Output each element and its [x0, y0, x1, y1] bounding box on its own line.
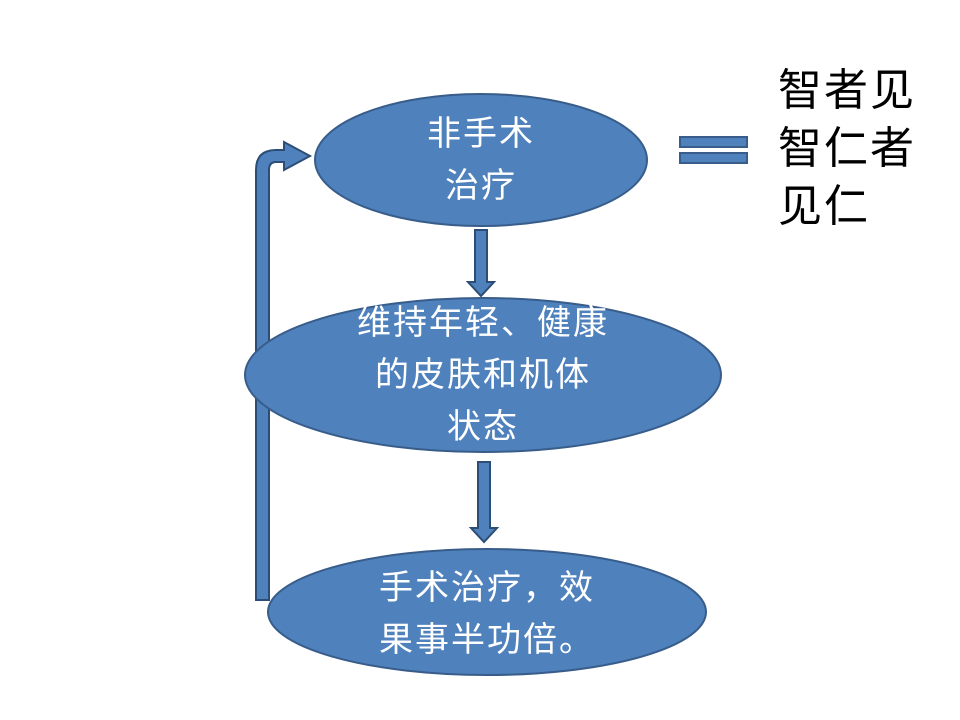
node-middle-line-2: 的皮肤和机体: [375, 355, 591, 395]
node-top-line-1: 非手术: [427, 114, 535, 154]
side-note-line-1: 智者见: [778, 65, 916, 116]
node-bottom-ellipse: [267, 548, 707, 676]
node-middle-line-3: 状态: [447, 407, 519, 447]
arrow-middle-to-bottom: [468, 461, 500, 544]
node-bottom-text: 手术治疗，效 果事半功倍。: [317, 562, 657, 666]
node-top-line-2: 治疗: [445, 166, 517, 206]
arrow-top-to-middle: [465, 229, 497, 298]
node-middle-line-1: 维持年轻、健康: [357, 303, 609, 343]
side-note: 智者见 智仁者 见仁: [778, 62, 916, 236]
node-bottom-line-2: 果事半功倍。: [379, 620, 595, 660]
equals-sign: [679, 136, 748, 164]
side-note-line-3: 见仁: [778, 181, 870, 232]
node-middle-text: 维持年轻、健康 的皮肤和机体 状态: [283, 297, 683, 453]
node-bottom-line-1: 手术治疗，效: [379, 568, 595, 608]
node-top-ellipse: [314, 93, 648, 227]
node-top-text: 非手术 治疗: [381, 110, 581, 210]
node-middle-ellipse: [244, 297, 722, 453]
side-note-line-2: 智仁者: [778, 123, 916, 174]
